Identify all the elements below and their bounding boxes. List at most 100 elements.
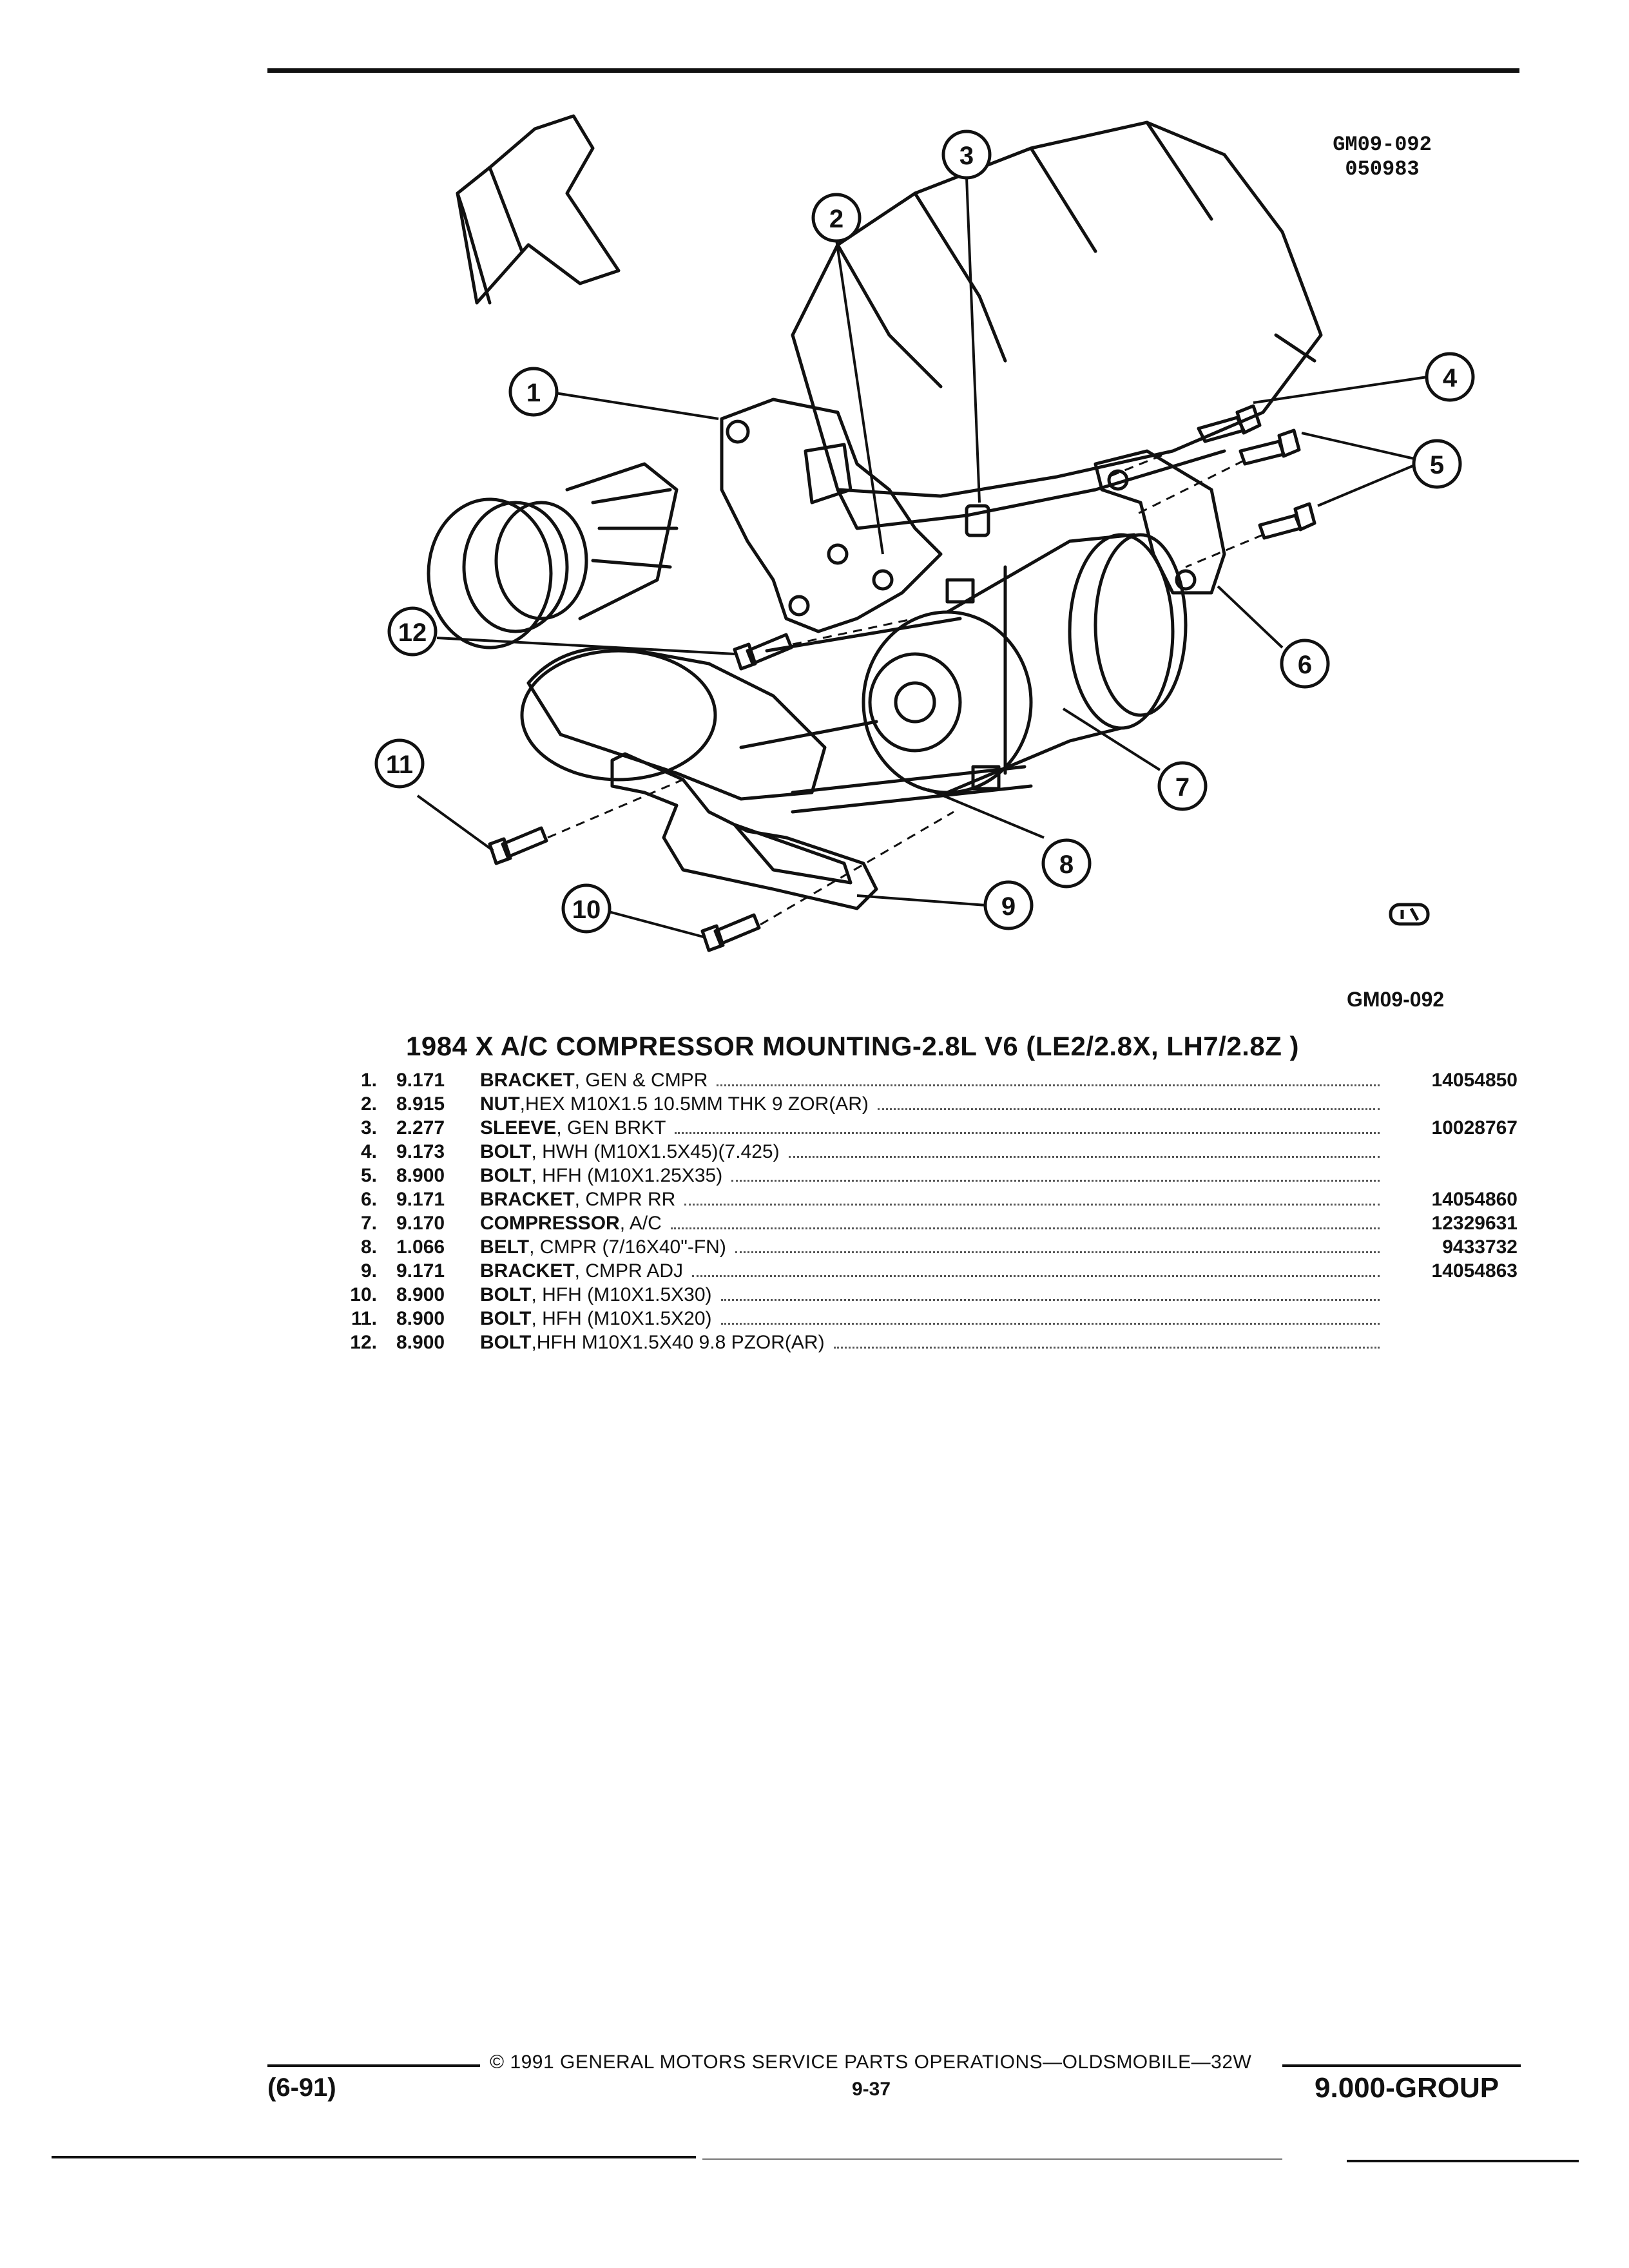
- footer-rule-left: [267, 2064, 480, 2067]
- bolt-5a: [1239, 428, 1301, 466]
- part-name: NUT: [480, 1093, 520, 1115]
- compressor-body: [862, 533, 1188, 794]
- bottom-rule-left: [52, 2156, 696, 2158]
- valve-cover-left: [456, 114, 621, 305]
- part-index: 7.: [360, 1213, 377, 1234]
- part-spec: , CMPR (7/16X40"-FN): [529, 1236, 726, 1258]
- part-index: 10.: [350, 1284, 377, 1305]
- dot-leader: [675, 1132, 1380, 1134]
- footer-copyright: © 1991 GENERAL MOTORS SERVICE PARTS OPER…: [490, 2052, 1252, 2073]
- callout-7: 7: [1175, 773, 1190, 802]
- part-group-code: 9.171: [396, 1260, 445, 1282]
- part-group-code: 8.900: [396, 1165, 445, 1186]
- part-row: 10. 8.900 BOLT, HFH (M10X1.5X30): [329, 1283, 1518, 1307]
- callout-1: 1: [526, 379, 541, 407]
- part-spec: , HWH (M10X1.5X45)(7.425): [531, 1141, 780, 1162]
- part-name: BOLT: [480, 1308, 532, 1329]
- callout-3: 3: [959, 142, 974, 170]
- callout-2: 2: [829, 205, 843, 233]
- part-name: BOLT: [480, 1332, 532, 1353]
- footer-page-number: 9-37: [852, 2079, 891, 2100]
- part-description: BOLT, HFH (M10X1.5X30): [480, 1283, 1389, 1307]
- part-description: BRACKET, CMPR ADJ: [480, 1259, 1389, 1283]
- part-index: 11.: [351, 1308, 377, 1329]
- callout-10: 10: [572, 896, 601, 924]
- bottom-rule-right: [1347, 2160, 1579, 2162]
- dot-leader: [692, 1275, 1380, 1277]
- part-name: BRACKET: [480, 1260, 575, 1282]
- footer-date: (6-91): [267, 2073, 336, 2102]
- part-description: BOLT,HFH M10X1.5X40 9.8 PZOR(AR): [480, 1331, 1389, 1354]
- part-description: SLEEVE, GEN BRKT: [480, 1116, 1389, 1140]
- footer-rule-right: [1282, 2064, 1521, 2067]
- part-group-code: 8.900: [396, 1284, 445, 1305]
- part-index: 2.: [360, 1093, 377, 1115]
- part-description: BELT, CMPR (7/16X40"-FN): [480, 1235, 1389, 1259]
- part-number: 10028767: [1431, 1117, 1518, 1139]
- part-group-code: 1.066: [396, 1236, 445, 1258]
- dot-leader: [670, 1227, 1380, 1229]
- part-description: NUT,HEX M10X1.5 10.5MM THK 9 ZOR(AR): [480, 1092, 1389, 1116]
- callout-5: 5: [1430, 451, 1444, 479]
- part-group-code: 8.900: [396, 1308, 445, 1329]
- bolt-5b: [1258, 502, 1316, 540]
- figure-id-top: GM09-092 050983: [1315, 133, 1450, 182]
- part-number: 14054850: [1431, 1070, 1518, 1091]
- part-index: 6.: [360, 1189, 377, 1210]
- bolt-4: [1197, 404, 1262, 443]
- figure-id-top-line2: 050983: [1345, 157, 1420, 181]
- bracket-cmpr-rr: [1094, 449, 1226, 595]
- part-number: 12329631: [1431, 1213, 1518, 1234]
- part-description: COMPRESSOR, A/C: [480, 1211, 1389, 1235]
- dot-leader: [684, 1204, 1380, 1206]
- part-index: 3.: [360, 1117, 377, 1139]
- drive-belt: [765, 617, 1033, 814]
- part-number: 9433732: [1442, 1236, 1518, 1258]
- part-index: 9.: [360, 1260, 377, 1282]
- bottom-rule-mid: [702, 2158, 1282, 2160]
- dot-leader: [717, 1084, 1380, 1086]
- bolt-11: [488, 826, 548, 865]
- part-description: BOLT, HWH (M10X1.5X45)(7.425): [480, 1140, 1389, 1164]
- part-spec: , GEN & CMPR: [574, 1070, 708, 1091]
- part-group-code: 9.173: [396, 1141, 445, 1162]
- part-group-code: 8.915: [396, 1093, 445, 1115]
- part-index: 12.: [350, 1332, 377, 1353]
- part-spec: , HFH (M10X1.5X30): [531, 1284, 712, 1305]
- bracket-cmpr-adj: [610, 752, 878, 910]
- dot-leader: [720, 1323, 1380, 1325]
- exploded-view-diagram: 1 2 3 4 5 6 7 8 9 10 11 12: [374, 114, 1475, 952]
- part-number: 14054860: [1431, 1189, 1518, 1210]
- callout-6: 6: [1298, 651, 1312, 679]
- figure-id-top-line1: GM09-092: [1333, 133, 1432, 157]
- dot-leader: [731, 1180, 1380, 1182]
- gm-logo-mark: [1389, 903, 1430, 926]
- callout-12: 12: [398, 619, 427, 647]
- crank-pulley: [427, 462, 679, 649]
- timing-cover: [520, 646, 878, 801]
- sleeve: [965, 504, 990, 537]
- callout-8: 8: [1059, 850, 1074, 879]
- part-spec: , CMPR RR: [574, 1189, 676, 1210]
- part-description: BOLT, HFH (M10X1.25X35): [480, 1164, 1389, 1187]
- dot-leader: [877, 1108, 1380, 1110]
- part-spec: , HFH (M10X1.5X20): [531, 1308, 712, 1329]
- part-name: BOLT: [480, 1165, 532, 1186]
- part-description: BRACKET, GEN & CMPR: [480, 1068, 1389, 1092]
- dot-leader: [720, 1299, 1380, 1301]
- part-name: BRACKET: [480, 1070, 575, 1091]
- top-rule: [267, 68, 1519, 73]
- dot-leader: [833, 1347, 1380, 1349]
- part-row: 11. 8.900 BOLT, HFH (M10X1.5X20): [329, 1307, 1518, 1331]
- part-description: BOLT, HFH (M10X1.5X20): [480, 1307, 1389, 1331]
- part-index: 8.: [360, 1236, 377, 1258]
- part-description: BRACKET, CMPR RR: [480, 1187, 1389, 1211]
- part-spec: , GEN BRKT: [556, 1117, 666, 1139]
- bolt-10: [700, 913, 761, 952]
